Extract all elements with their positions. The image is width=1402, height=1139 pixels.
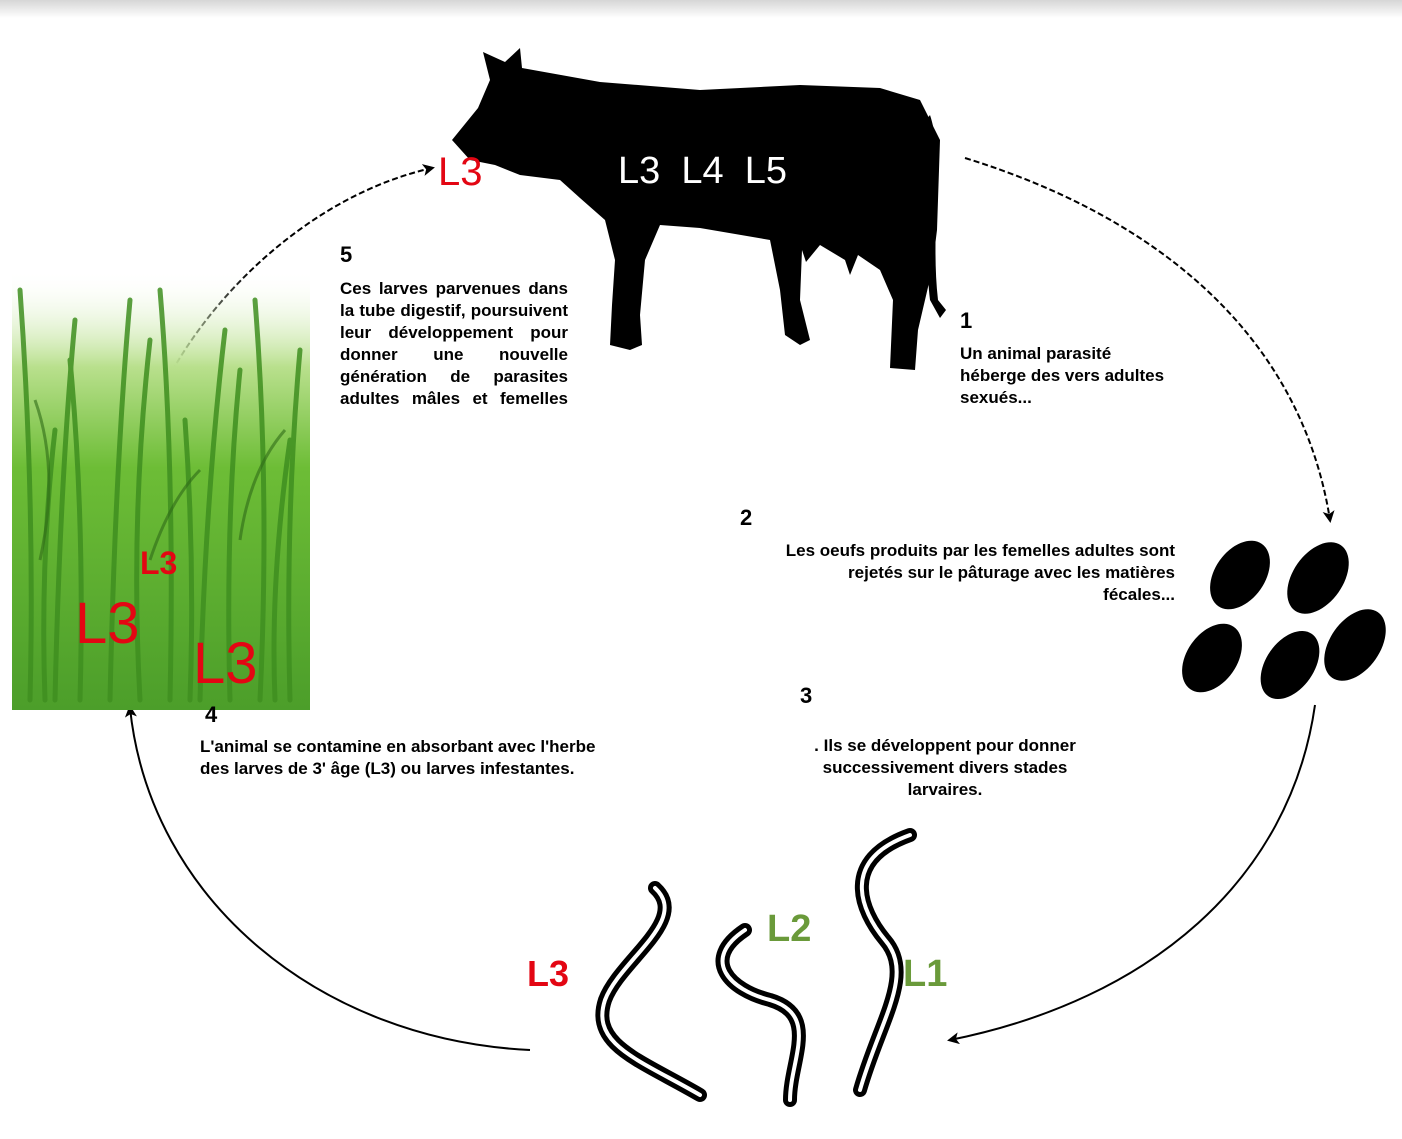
step-2-text: Les oeufs produits par les femelles adul… (775, 540, 1175, 606)
larva-l2-label: L2 (767, 908, 811, 951)
step-3-text: . Ils se développent pour donner success… (805, 735, 1085, 801)
step-5-number: 5 (340, 242, 352, 268)
cow-mouth-l3-label: L3 (438, 150, 483, 195)
larva-l1-label: L1 (903, 953, 947, 996)
eggs-icon (1170, 530, 1399, 710)
step-4-text: L'animal se contamine en absorbant avec … (200, 736, 620, 780)
step-4-number: 4 (205, 702, 217, 728)
larva-icon (602, 835, 910, 1100)
step-5-text: Ces larves parvenues dans la tube digest… (340, 278, 568, 410)
grass-l3-label-2: L3 (75, 590, 140, 657)
larva-l3-icon (602, 888, 700, 1095)
larva-l3-label: L3 (527, 953, 569, 995)
larva-l2-icon (723, 930, 799, 1100)
arrow-cow-to-eggs (965, 158, 1330, 520)
step-1-number: 1 (960, 308, 972, 334)
step-3-number: 3 (800, 683, 812, 709)
grass-icon (12, 270, 310, 710)
cow-stages-label: L3 L4 L5 (618, 150, 787, 193)
step-2-number: 2 (740, 505, 752, 531)
step-1-text: Un animal parasité héberge des vers adul… (960, 343, 1175, 409)
grass-l3-label-1: L3 (140, 545, 177, 582)
grass-l3-label-3: L3 (193, 630, 258, 697)
